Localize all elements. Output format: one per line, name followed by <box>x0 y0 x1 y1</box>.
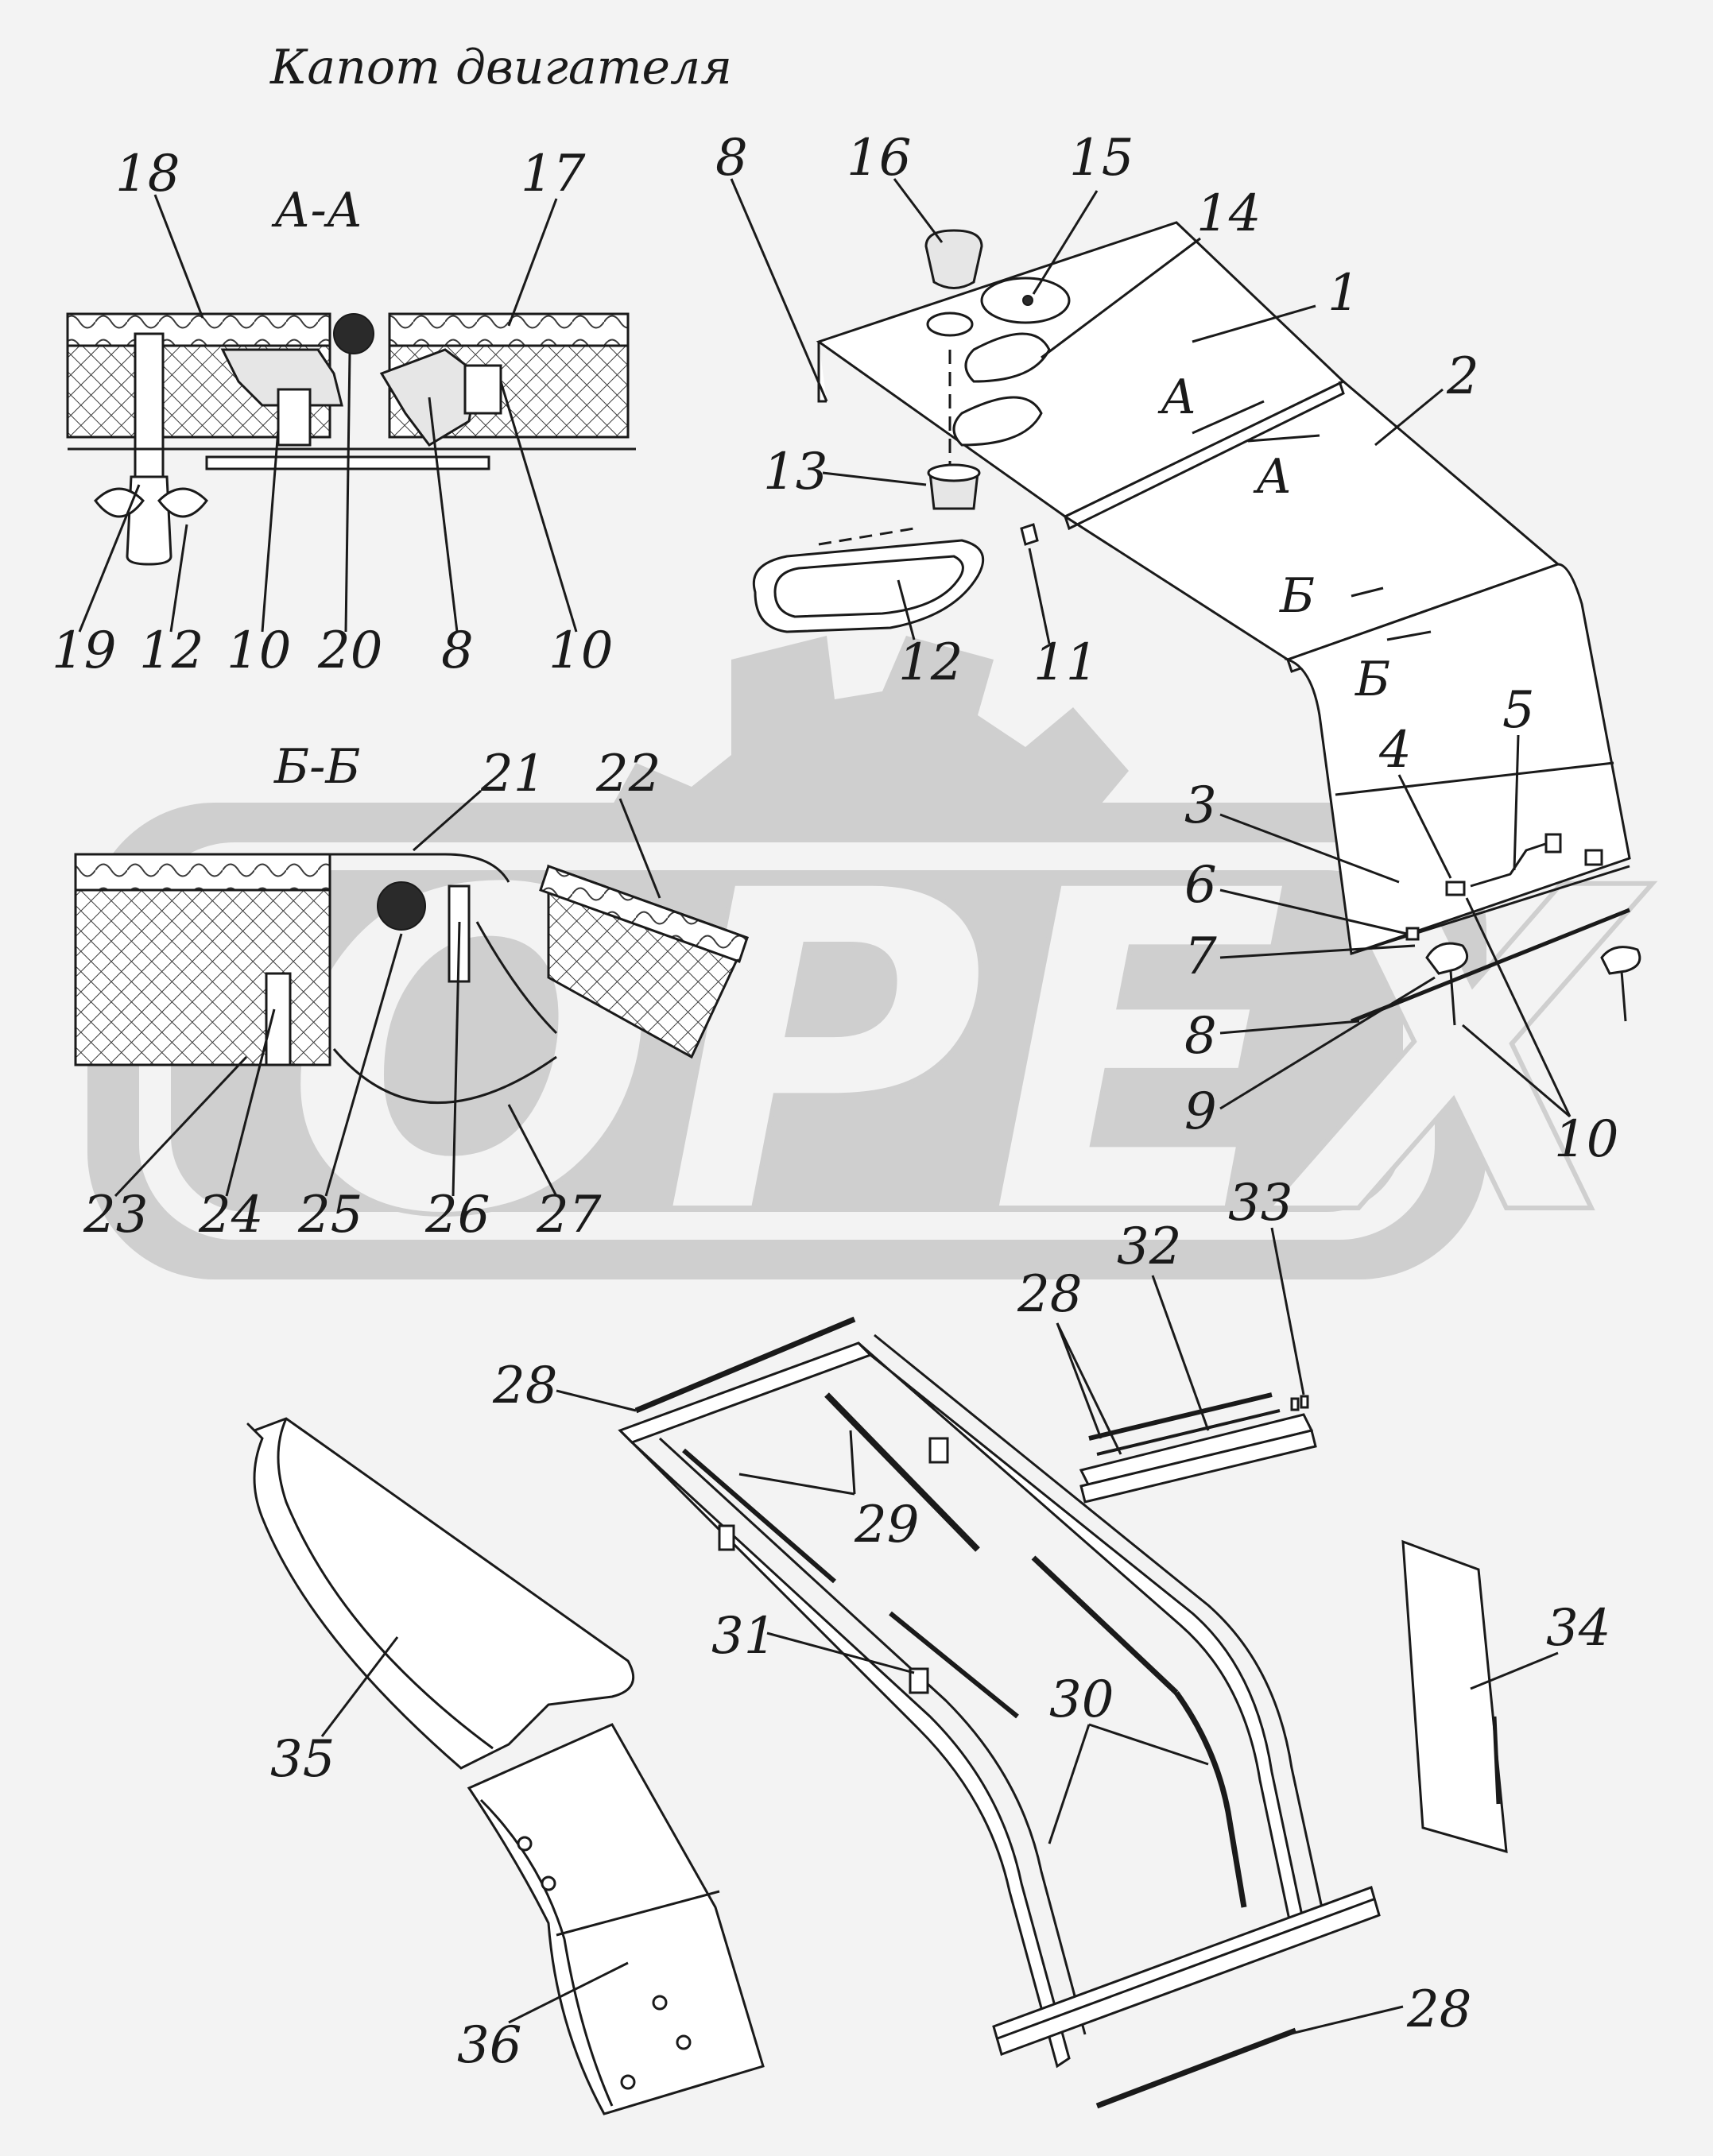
section-b-b-callouts: 21 22 23 24 25 26 27 <box>83 745 661 1244</box>
callout-24: 24 <box>198 1186 263 1244</box>
callout-35: 35 <box>270 1730 335 1789</box>
hood-frame <box>246 1316 1508 2115</box>
page-title: Капот двигателя <box>269 40 732 95</box>
callout-25: 25 <box>297 1186 362 1244</box>
callout-28-right: 28 <box>1017 1265 1082 1324</box>
cut-marker-b-1: Б <box>1279 568 1315 624</box>
callout-34: 34 <box>1546 1599 1610 1658</box>
callout-28-left: 28 <box>492 1357 557 1415</box>
section-b-b: Б-Б <box>74 739 750 1105</box>
callout-36: 36 <box>457 2016 521 2075</box>
callout-31: 31 <box>711 1607 776 1666</box>
callout-6: 6 <box>1184 856 1217 915</box>
callout-8-right: 8 <box>1184 1007 1217 1066</box>
callout-10: 10 <box>1554 1110 1618 1169</box>
callout-20: 20 <box>317 621 382 680</box>
callout-30: 30 <box>1049 1670 1114 1729</box>
callout-4: 4 <box>1378 721 1412 780</box>
callout-27: 27 <box>536 1186 602 1244</box>
callout-16: 16 <box>847 129 911 188</box>
callout-17: 17 <box>521 145 586 203</box>
section-a-a: А-А <box>66 183 636 566</box>
section-a-a-callouts: 18 17 19 12 10 20 8 10 <box>52 145 613 680</box>
callout-22: 22 <box>595 745 661 803</box>
frame-callouts: 33 32 28 28 29 31 30 34 35 36 28 <box>270 1174 1610 2075</box>
callout-2: 2 <box>1446 347 1479 406</box>
cut-marker-a-2: А <box>1253 449 1292 505</box>
cut-marker-a-1: А <box>1157 370 1196 425</box>
callout-5: 5 <box>1502 681 1535 740</box>
callout-3: 3 <box>1184 776 1217 835</box>
callout-7: 7 <box>1184 927 1217 986</box>
section-a-a-label: А-А <box>271 183 362 238</box>
callout-12: 12 <box>898 633 963 692</box>
callout-10-aa-right: 10 <box>548 621 613 680</box>
callout-33: 33 <box>1228 1174 1293 1233</box>
callout-9: 9 <box>1184 1082 1217 1141</box>
callout-1: 1 <box>1327 264 1360 323</box>
callout-15: 15 <box>1069 129 1134 188</box>
callout-29: 29 <box>854 1496 919 1554</box>
callout-11: 11 <box>1033 633 1098 692</box>
hood-panels: А А Б Б <box>753 221 1641 1026</box>
callout-14: 14 <box>1196 184 1261 243</box>
callout-21: 21 <box>480 745 545 803</box>
callout-19: 19 <box>52 621 116 680</box>
callout-28-bottom: 28 <box>1406 1980 1471 2039</box>
callout-13: 13 <box>763 443 827 501</box>
callout-8-top: 8 <box>715 129 748 188</box>
hood-callouts: 8 16 15 14 1 2 13 12 11 5 4 3 6 7 8 9 10 <box>715 129 1618 1169</box>
section-b-b-label: Б-Б <box>273 739 360 795</box>
callout-18: 18 <box>115 145 180 203</box>
callout-32: 32 <box>1117 1217 1181 1276</box>
callout-10-aa-left: 10 <box>227 621 291 680</box>
callout-26: 26 <box>424 1186 490 1244</box>
cut-marker-b-2: Б <box>1355 652 1390 707</box>
